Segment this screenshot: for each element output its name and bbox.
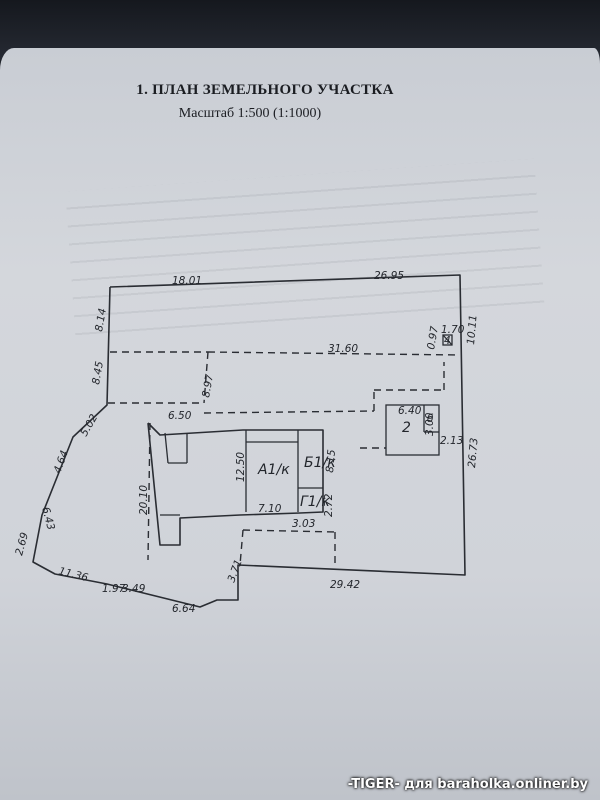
dim-small-097: 0.97 bbox=[425, 325, 441, 350]
document-title: 1. ПЛАН ЗЕМЕЛЬНОГО УЧАСТКА bbox=[136, 82, 394, 98]
dim-inner-top: 31.60 bbox=[328, 343, 358, 355]
dim-left-4: 4.64 bbox=[52, 449, 71, 475]
label-porch: Г1/к bbox=[300, 494, 330, 510]
dim-bottom-3: 3.49 bbox=[122, 583, 146, 595]
house-wall-1 bbox=[164, 432, 169, 464]
dim-inner-diag: 8.97 bbox=[200, 373, 216, 398]
dash-house-left bbox=[147, 422, 151, 561]
dim-top-right: 26.95 bbox=[374, 270, 404, 282]
shed-box bbox=[385, 404, 440, 456]
label-annex: Б1/к bbox=[304, 455, 336, 471]
dim-left-5: 6.43 bbox=[39, 506, 57, 532]
house-outline bbox=[147, 422, 324, 546]
dim-top-left: 18.01 bbox=[172, 275, 202, 287]
label-shed: 2 bbox=[402, 420, 411, 436]
paper-sheet bbox=[0, 48, 600, 800]
dim-bottom-4: 6.64 bbox=[172, 603, 195, 615]
dim-box-213: 2.13 bbox=[440, 435, 463, 447]
dim-left-6: 2.69 bbox=[13, 531, 31, 557]
plot-boundary bbox=[32, 274, 466, 608]
label-shed-b: б bbox=[427, 413, 434, 425]
dash-inner-top bbox=[207, 351, 461, 356]
dim-bottom-right: 29.42 bbox=[330, 579, 360, 591]
label-house: А1/к bbox=[257, 462, 290, 478]
dim-right-top: 10.11 bbox=[465, 314, 480, 345]
dim-small-170: 1.70 bbox=[441, 324, 465, 336]
dim-bottom-5: 3.71 bbox=[226, 558, 245, 584]
dash-bottom-2 bbox=[239, 529, 244, 566]
dim-left-2: 8.45 bbox=[90, 360, 106, 385]
dash-inner-diag bbox=[203, 351, 209, 404]
label-small: 4 bbox=[444, 335, 451, 347]
dim-left-3: 5.02 bbox=[78, 412, 100, 439]
dash-bottom-1 bbox=[242, 529, 336, 533]
dim-house-710: 7.10 bbox=[258, 503, 282, 515]
dim-box-640: 6.40 bbox=[398, 405, 422, 417]
dim-house-left: 20.10 bbox=[138, 485, 150, 515]
dim-house-1250: 12.50 bbox=[235, 452, 247, 482]
dim-upper-left: 8.14 bbox=[93, 307, 109, 332]
dim-house-272: 2.72 bbox=[323, 493, 335, 517]
watermark: -TIGER- для baraholka.onliner.by bbox=[347, 777, 588, 792]
dim-inner-650: 6.50 bbox=[168, 410, 192, 422]
dim-right-lower: 26.73 bbox=[466, 437, 481, 468]
dim-box-300: 3.00 bbox=[424, 412, 436, 436]
dim-bottom-1: 11.36 bbox=[57, 565, 89, 584]
document-scale: Масштаб 1:500 (1:1000) bbox=[178, 106, 322, 121]
dim-house-303: 3.03 bbox=[292, 518, 315, 530]
small-box bbox=[442, 334, 453, 346]
dim-house-815: 8.15 bbox=[324, 449, 338, 474]
small-box-x1 bbox=[442, 334, 453, 346]
dim-bottom-2: 1.97 bbox=[102, 583, 126, 595]
dash-mid-right bbox=[203, 410, 375, 414]
